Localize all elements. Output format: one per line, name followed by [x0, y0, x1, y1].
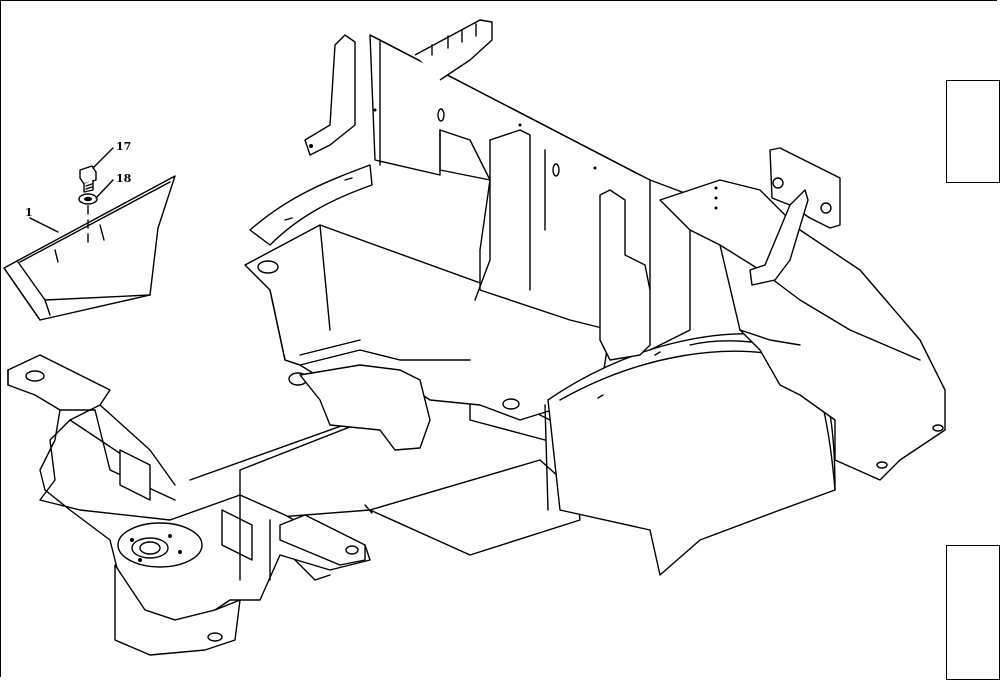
part-17-bolt: [79, 165, 97, 193]
right-wheel-arch: [544, 333, 836, 576]
left-fender-arc: [249, 164, 373, 246]
callout-18: 18: [116, 172, 132, 185]
right-rear-wing: [659, 179, 946, 481]
leader-line-1: [29, 217, 59, 233]
leader-line-17: [92, 147, 114, 169]
side-tab-top: [946, 80, 1000, 183]
callout-1: 1: [25, 206, 33, 219]
right-side-wall: [599, 179, 691, 361]
callout-17: 17: [116, 140, 131, 153]
right-upright-bracket: [749, 147, 841, 286]
part-1-cover-plate: [3, 175, 176, 321]
rear-bulkhead: [369, 34, 651, 331]
part-18-washer: [78, 193, 98, 205]
leader-line-18: [95, 179, 114, 199]
left-side-bracket: [304, 34, 356, 156]
top-slotted-bracket: [414, 19, 493, 81]
upper-deck: [244, 224, 611, 451]
front-axle-beam: [7, 354, 371, 656]
